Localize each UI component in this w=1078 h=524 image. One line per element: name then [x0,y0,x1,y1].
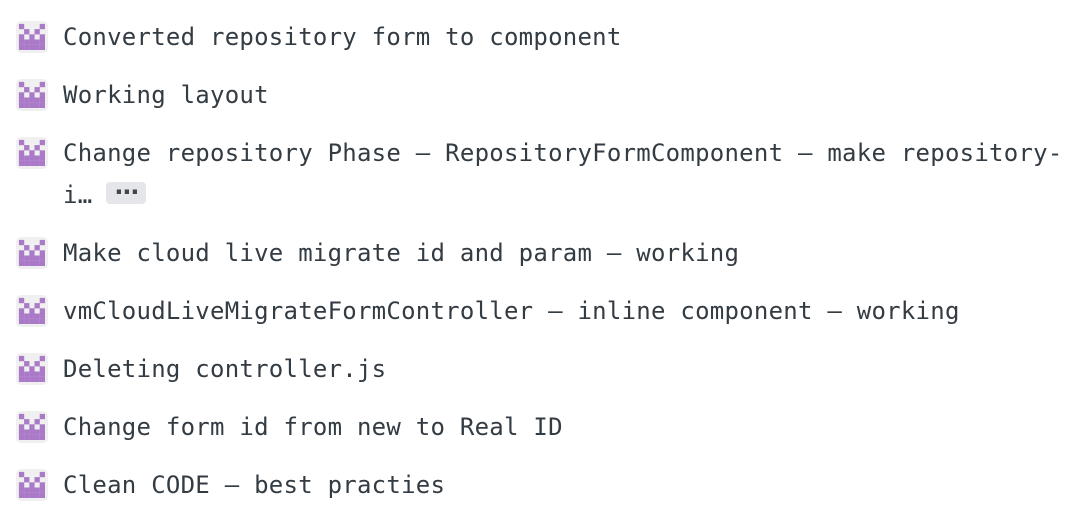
identicon-icon [18,23,45,50]
commit-list: Converted repository form to component W… [16,16,1078,506]
identicon-avatar[interactable] [16,295,48,327]
identicon-icon [18,355,45,382]
commit-message-link[interactable]: Make cloud live migrate id and param — w… [63,232,739,274]
commit-row: Make cloud live migrate id and param — w… [16,232,1078,274]
identicon-avatar[interactable] [16,469,48,501]
commit-message-text: Working layout [63,81,269,109]
identicon-icon [18,139,45,166]
commit-message-text: Deleting controller.js [63,355,387,383]
commit-message-link[interactable]: Working layout [63,74,269,116]
identicon-avatar[interactable] [16,137,48,169]
commit-row: Change form id from new to Real ID [16,406,1078,448]
commit-message-link[interactable]: Change repository Phase — RepositoryForm… [63,132,1073,216]
identicon-avatar[interactable] [16,21,48,53]
commit-message-text: Clean CODE — best practies [63,471,446,499]
identicon-avatar[interactable] [16,79,48,111]
commit-row: Converted repository form to component [16,16,1078,58]
commit-message-link[interactable]: Converted repository form to component [63,16,622,58]
identicon-icon [18,413,45,440]
commit-message-text: Change repository Phase — RepositoryForm… [63,139,1063,209]
identicon-icon [18,81,45,108]
commit-message-text: vmCloudLiveMigrateFormController — inlin… [63,297,960,325]
commit-row: Deleting controller.js [16,348,1078,390]
commit-row: vmCloudLiveMigrateFormController — inlin… [16,290,1078,332]
commit-row: Change repository Phase — RepositoryForm… [16,132,1078,216]
commit-message-link[interactable]: vmCloudLiveMigrateFormController — inlin… [63,290,960,332]
commit-row: Clean CODE — best practies [16,464,1078,506]
identicon-avatar[interactable] [16,237,48,269]
identicon-icon [18,297,45,324]
identicon-avatar[interactable] [16,353,48,385]
commit-message-text: Converted repository form to component [63,23,622,51]
commit-message-text: Make cloud live migrate id and param — w… [63,239,740,267]
ellipsis-icon: … [114,171,139,200]
identicon-avatar[interactable] [16,411,48,443]
identicon-icon [18,471,45,498]
commit-row: Working layout [16,74,1078,116]
commit-message-link[interactable]: Clean CODE — best practies [63,464,445,506]
commit-message-text: Change form id from new to Real ID [63,413,563,441]
ellipsis-expander-button[interactable]: … [106,174,147,204]
commit-message-link[interactable]: Change form id from new to Real ID [63,406,563,448]
identicon-icon [18,239,45,266]
commit-message-link[interactable]: Deleting controller.js [63,348,386,390]
